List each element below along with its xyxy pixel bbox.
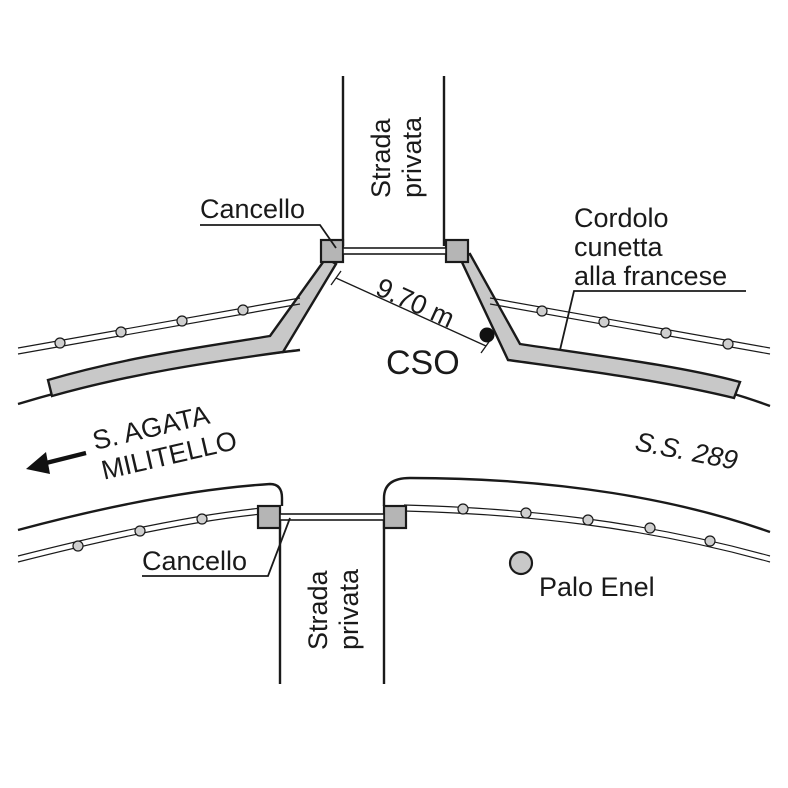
direction-callout: S. AGATA MILITELLO — [26, 400, 240, 486]
gate-bottom-callout: Cancello — [142, 517, 291, 577]
road-top-label: Strada privata — [366, 116, 427, 198]
gate-bottom-label: Cancello — [142, 546, 247, 576]
svg-text:Strada: Strada — [303, 569, 333, 650]
arrow-left-icon — [26, 450, 87, 474]
gate-top-pillar-right — [444, 238, 470, 264]
road-bottom-label: Strada privata — [303, 568, 364, 650]
fence-bottom-left — [17, 507, 263, 563]
main-road-lower-edge — [17, 482, 284, 532]
palo-enel: Palo Enel — [508, 550, 655, 602]
gate-top-label: Cancello — [200, 194, 305, 224]
top-private-road — [341, 76, 446, 246]
dimension-line: 9.70 m — [330, 270, 492, 354]
curb-right — [458, 252, 742, 400]
gate-bottom-pillar-left — [256, 504, 282, 530]
gate-bottom — [256, 504, 408, 530]
pole-label: Palo Enel — [539, 572, 655, 602]
gate-bottom-pillar-right — [382, 504, 408, 530]
pole-icon — [508, 550, 534, 576]
svg-text:Cordolo: Cordolo — [574, 203, 669, 233]
svg-text:alla francese: alla francese — [574, 261, 727, 291]
cso-label: CSO — [386, 344, 460, 382]
gate-top-callout: Cancello — [200, 194, 337, 249]
fence-top-right — [489, 297, 771, 355]
fence-top-left — [17, 297, 301, 355]
fence-bottom-right — [403, 503, 771, 563]
cso-dot-icon — [479, 327, 495, 343]
svg-text:privata: privata — [334, 568, 364, 650]
curb-left — [46, 256, 338, 398]
svg-text:Strada: Strada — [366, 117, 396, 198]
curb-callout: Cordolo cunetta alla francese — [559, 203, 746, 351]
gate-top — [319, 238, 470, 264]
cso-marker: CSO — [386, 327, 495, 382]
distance-label: 9.70 m — [372, 272, 460, 334]
svg-text:cunetta: cunetta — [574, 232, 664, 262]
bottom-private-road — [278, 520, 386, 684]
svg-text:privata: privata — [397, 116, 427, 198]
highway-label: S.S. 289 — [633, 426, 740, 475]
